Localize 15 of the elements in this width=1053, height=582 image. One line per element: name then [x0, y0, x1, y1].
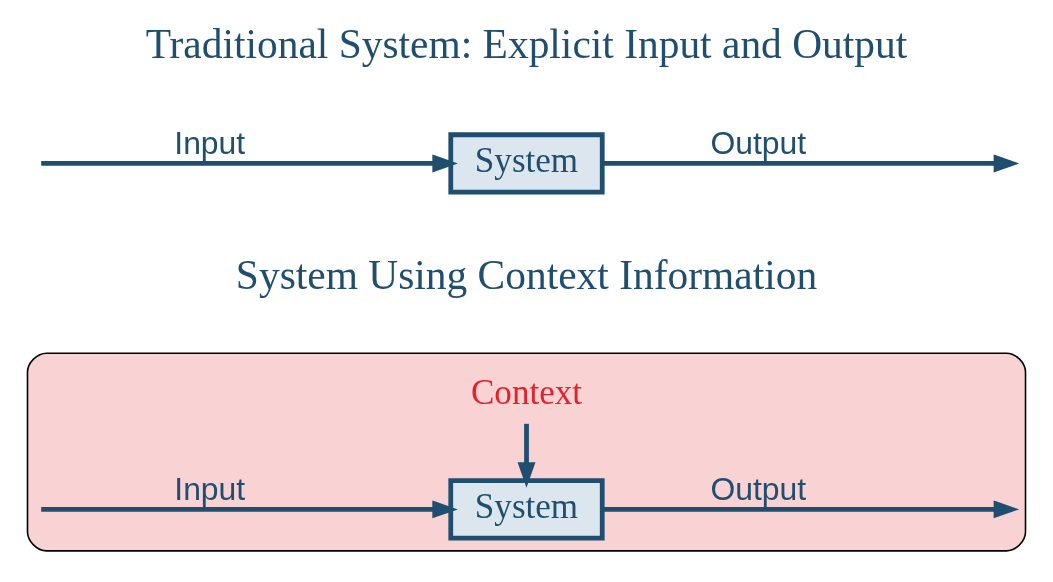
label: Traditional System: Explicit Input and Output [145, 20, 908, 67]
edge-label: Output [710, 124, 807, 161]
arrow [41, 154, 458, 173]
edge-label: Input [174, 124, 246, 161]
cluster [26, 352, 1027, 552]
label: System Using Context Information [235, 252, 818, 299]
node-box: System [448, 478, 605, 541]
edge-label: Input [174, 470, 246, 507]
arrow [517, 423, 536, 488]
arrow [41, 500, 458, 519]
arrow [602, 500, 1020, 519]
edge-label: Output [710, 470, 807, 507]
node-box: System [448, 132, 605, 195]
node-text: Context [470, 372, 583, 412]
arrow [602, 154, 1020, 173]
